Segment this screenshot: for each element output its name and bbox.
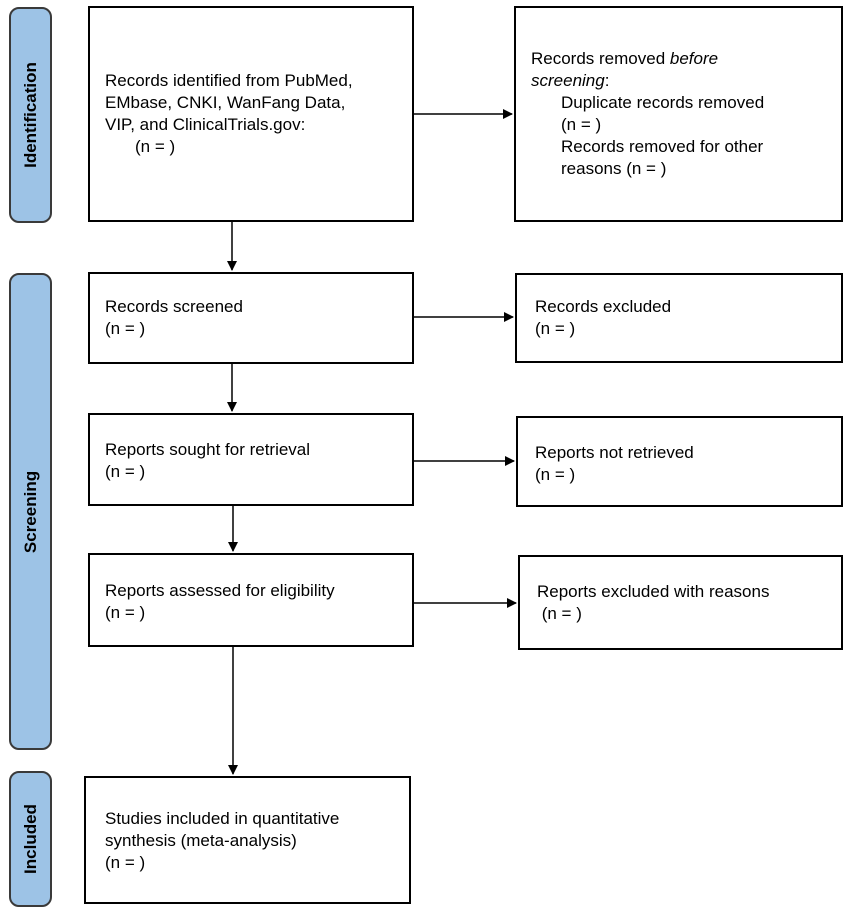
- studies-included-line: Studies included in quantitative: [105, 809, 340, 828]
- reports-excluded-box: Reports excluded with reasons (n = ): [518, 555, 843, 650]
- duplicate-records-count: (n = ): [561, 115, 602, 134]
- records-excluded-box: Records excluded (n = ): [515, 273, 843, 363]
- stage-included: Included: [9, 771, 52, 907]
- records-excluded-label: Records excluded: [535, 297, 672, 316]
- studies-included-count: (n = ): [105, 853, 146, 872]
- stage-identification: Identification: [9, 7, 52, 223]
- other-removed-label: Records removed for other: [561, 137, 764, 156]
- reports-not-retrieved-box: Reports not retrieved (n = ): [516, 416, 843, 507]
- reports-sought-label: Reports sought for retrieval: [105, 440, 311, 459]
- reports-not-retrieved-count: (n = ): [535, 465, 576, 484]
- records-identified-box: Records identified from PubMed, EMbase, …: [88, 6, 414, 222]
- records-screened-count: (n = ): [105, 319, 146, 338]
- records-removed-title: Records removed before: [531, 49, 719, 68]
- studies-included-line: synthesis (meta-analysis): [105, 831, 297, 850]
- reports-not-retrieved-label: Reports not retrieved: [535, 443, 694, 462]
- reports-sought-box: Reports sought for retrieval (n = ): [88, 413, 414, 506]
- reports-assessed-label: Reports assessed for eligibility: [105, 581, 335, 600]
- reports-assessed-count: (n = ): [105, 603, 146, 622]
- records-identified-line: VIP, and ClinicalTrials.gov:: [105, 115, 306, 134]
- reports-assessed-box: Reports assessed for eligibility (n = ): [88, 553, 414, 647]
- reports-excluded-count: (n = ): [537, 604, 582, 623]
- reports-sought-count: (n = ): [105, 462, 146, 481]
- records-screened-label: Records screened: [105, 297, 243, 316]
- records-identified-line: EMbase, CNKI, WanFang Data,: [105, 93, 346, 112]
- records-screened-box: Records screened (n = ): [88, 272, 414, 364]
- records-excluded-count: (n = ): [535, 319, 576, 338]
- stage-screening: Screening: [9, 273, 52, 750]
- records-removed-title-cont: screening:: [531, 71, 610, 90]
- studies-included-box: Studies included in quantitative synthes…: [84, 776, 411, 904]
- duplicate-records-label: Duplicate records removed: [561, 93, 765, 112]
- other-removed-reasons: reasons (n = ): [561, 159, 667, 178]
- records-removed-box: Records removed before screening: Duplic…: [514, 6, 843, 222]
- records-identified-line: Records identified from PubMed,: [105, 71, 353, 90]
- records-identified-count: (n = ): [135, 137, 176, 156]
- reports-excluded-label: Reports excluded with reasons: [537, 582, 770, 601]
